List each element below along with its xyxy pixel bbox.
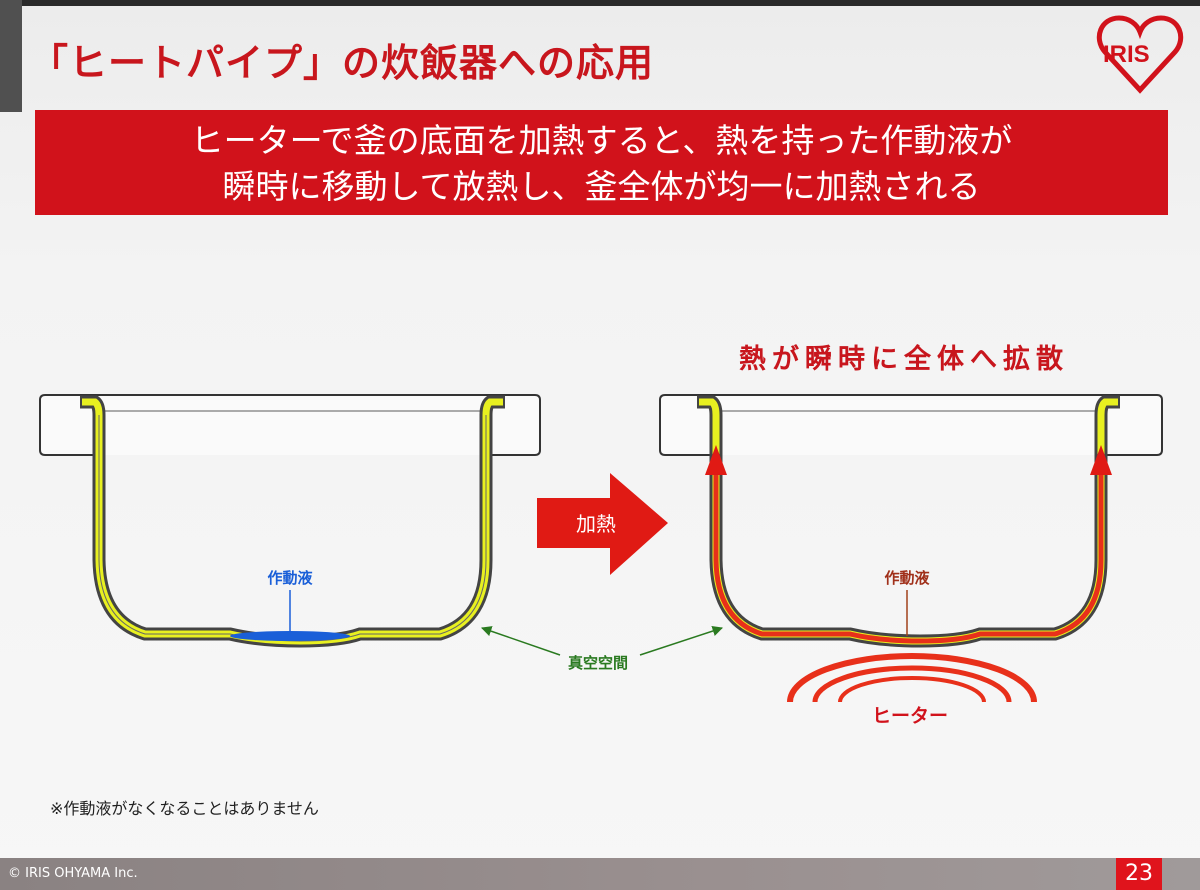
pot-before-heating: 作動液 (39, 394, 541, 648)
vacuum-space-annotation: 真空空間 (481, 625, 723, 672)
footnote: ※作動液がなくなることはありません (50, 799, 319, 818)
iris-logo: IRIS (1096, 15, 1184, 94)
banner-line-1: ヒーターで釜の底面を加熱すると、熱を持った作動液が (190, 121, 1013, 160)
title-accent-strip (0, 0, 22, 112)
screen-edge (0, 0, 1200, 6)
heater-label: ヒーター (872, 705, 948, 727)
slide-title: 「ヒートパイプ」の炊飯器への応用 (30, 41, 655, 85)
vacuum-label: 真空空間 (568, 654, 628, 672)
diffusion-heading: 熱が瞬時に全体へ拡散 (739, 343, 1069, 375)
pot-after-heating: 作動液 (659, 394, 1163, 648)
working-fluid-pool (230, 631, 350, 641)
heater: ヒーター (787, 653, 1037, 727)
heat-rise-arrow-left (705, 445, 727, 475)
page-number: 23 (1116, 858, 1162, 890)
svg-text:IRIS: IRIS (1103, 41, 1150, 68)
footer-bar: © IRIS OHYAMA Inc. 23 (0, 858, 1200, 890)
fluid-label-left: 作動液 (267, 569, 313, 587)
copyright: © IRIS OHYAMA Inc. (8, 866, 138, 881)
heating-arrow-label: 加熱 (576, 512, 616, 536)
banner-line-2: 瞬時に移動して放熱し、釜全体が均一に加熱される (222, 167, 981, 206)
fluid-label-right: 作動液 (884, 569, 930, 587)
heat-rise-arrow-right (1090, 445, 1112, 475)
heating-arrow: 加熱 (537, 473, 668, 575)
summary-banner: ヒーターで釜の底面を加熱すると、熱を持った作動液が 瞬時に移動して放熱し、釜全体… (35, 110, 1168, 215)
